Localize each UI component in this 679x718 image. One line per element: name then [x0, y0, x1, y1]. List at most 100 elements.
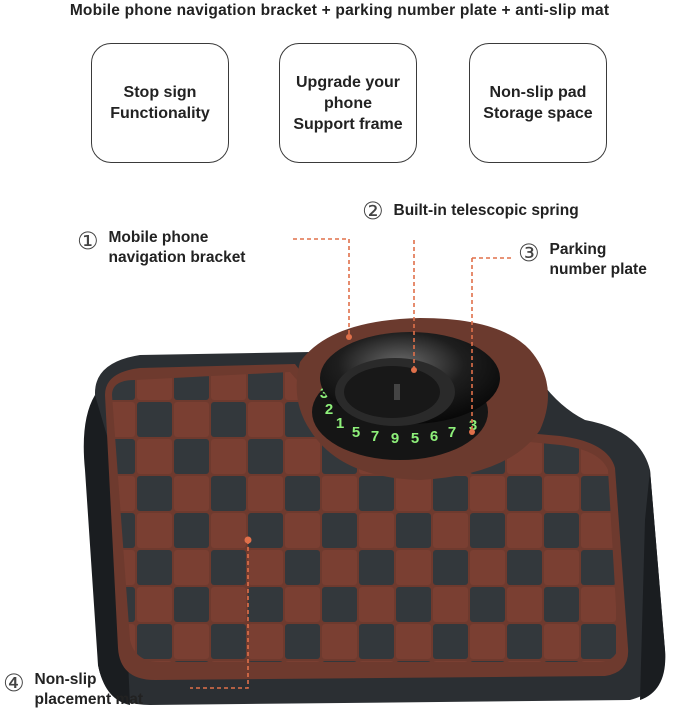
- mat-tile: [396, 550, 431, 585]
- mat-tile: [137, 550, 172, 585]
- mat-tile: [248, 587, 283, 622]
- mat-tile: [396, 476, 431, 511]
- mat-tile: [322, 624, 357, 659]
- callout-bracket: ① Mobile phone navigation bracket: [77, 228, 245, 268]
- plate-digit: 5: [411, 430, 419, 447]
- callout-lines: [190, 238, 512, 689]
- mat-tile: [544, 439, 579, 474]
- callout-number: ③: [518, 239, 540, 267]
- mat-tile: [581, 513, 616, 548]
- mat-tile: [285, 476, 320, 511]
- plate-digit: 5: [352, 424, 360, 441]
- mat-rib-right: [640, 470, 666, 700]
- feature-text: Upgrade your phone Support frame: [293, 73, 403, 133]
- mat-tile: [211, 513, 246, 548]
- mat-tile: [655, 513, 679, 548]
- callout-spring: ② Built-in telescopic spring: [362, 198, 579, 224]
- mat-tile: [322, 587, 357, 622]
- mat-tile: [285, 513, 320, 548]
- mat-tile: [470, 476, 505, 511]
- mat-tile: [507, 587, 542, 622]
- mat-tile: [544, 550, 579, 585]
- mat-tile: [433, 476, 468, 511]
- mat-tile: [174, 402, 209, 437]
- mat-tile: [112, 439, 135, 474]
- mat-tile: [470, 513, 505, 548]
- page-title: Mobile phone navigation bracket + parkin…: [69, 2, 610, 19]
- mat-tile: [618, 372, 619, 400]
- callout-number: ②: [362, 197, 384, 225]
- mat-tile: [433, 550, 468, 585]
- mat-tile: [433, 587, 468, 622]
- mat-tile: [322, 513, 357, 548]
- mat-tile: [359, 476, 394, 511]
- mat-tile: [322, 550, 357, 585]
- mat-tile: [211, 439, 246, 474]
- mat-tile: [248, 372, 283, 400]
- mat-tile: [470, 550, 505, 585]
- mat-tile: [285, 550, 320, 585]
- mat-tile: [655, 402, 679, 437]
- mat-tile: [211, 624, 246, 659]
- feature-box-storage: Non-slip pad Storage space: [469, 43, 607, 163]
- mat-tile: [618, 402, 619, 437]
- callout-number: ④: [3, 669, 25, 697]
- callout-mat: ④ Non-slip placement mat: [3, 670, 143, 710]
- mat-tile: [137, 402, 172, 437]
- feature-text: Non-slip pad Storage space: [483, 84, 593, 122]
- mat-tile: [544, 624, 579, 659]
- plate-digit: 6: [430, 428, 438, 445]
- mat-tile: [359, 624, 394, 659]
- callout-label: Non-slip placement mat: [34, 671, 144, 708]
- mat-tile: [581, 587, 616, 622]
- mat-tile: [248, 550, 283, 585]
- feature-box-stop-sign: Stop sign Functionality: [91, 43, 229, 163]
- plate-digit: 7: [371, 428, 379, 445]
- mat-tile: [655, 365, 679, 400]
- mat-tile: [359, 513, 394, 548]
- mat-tile: [507, 550, 542, 585]
- mat-tile: [322, 476, 357, 511]
- mat-tile: [618, 698, 653, 718]
- mat-tile: [396, 624, 431, 659]
- feature-text: Stop sign Functionality: [110, 84, 210, 122]
- mat-tile: [285, 587, 320, 622]
- plate-digit: 1: [336, 415, 344, 432]
- mat-tile: [396, 587, 431, 622]
- mat-tile: [581, 476, 616, 511]
- plate-digit: 2: [325, 401, 333, 418]
- mat-tile: [137, 476, 172, 511]
- mat-tile: [396, 513, 431, 548]
- mat-tile: [655, 698, 679, 718]
- plate-digit: 3: [469, 417, 477, 434]
- mat-tile: [581, 624, 616, 659]
- mat-tile: [470, 587, 505, 622]
- callout-label: Mobile phone navigation bracket: [108, 229, 246, 266]
- mat-tile: [470, 624, 505, 659]
- mat-tile: [285, 624, 320, 659]
- mat-tile: [655, 476, 679, 511]
- mat-tile: [433, 513, 468, 548]
- plate-digit: 7: [448, 424, 456, 441]
- dome-core: [344, 366, 440, 418]
- mat-tile: [174, 476, 209, 511]
- spring-clip: [394, 384, 400, 400]
- plate-digit: 3: [320, 385, 328, 402]
- mat-tile: [581, 372, 616, 400]
- mat-tile: [507, 476, 542, 511]
- plate-digit: 9: [391, 430, 399, 447]
- mat-tile: [507, 513, 542, 548]
- mat-tile: [359, 587, 394, 622]
- mat-tile: [174, 513, 209, 548]
- feature-box-phone-support: Upgrade your phone Support frame: [279, 43, 417, 163]
- mat-tile: [137, 513, 172, 548]
- mat-tile: [174, 624, 209, 659]
- mat-tile: [112, 402, 135, 437]
- mat-tile: [544, 698, 579, 718]
- mat-tile: [211, 550, 246, 585]
- mat-tile: [137, 624, 172, 659]
- callout-label: Parking number plate: [549, 241, 647, 278]
- mat-tile: [507, 624, 542, 659]
- mat-tile: [211, 402, 246, 437]
